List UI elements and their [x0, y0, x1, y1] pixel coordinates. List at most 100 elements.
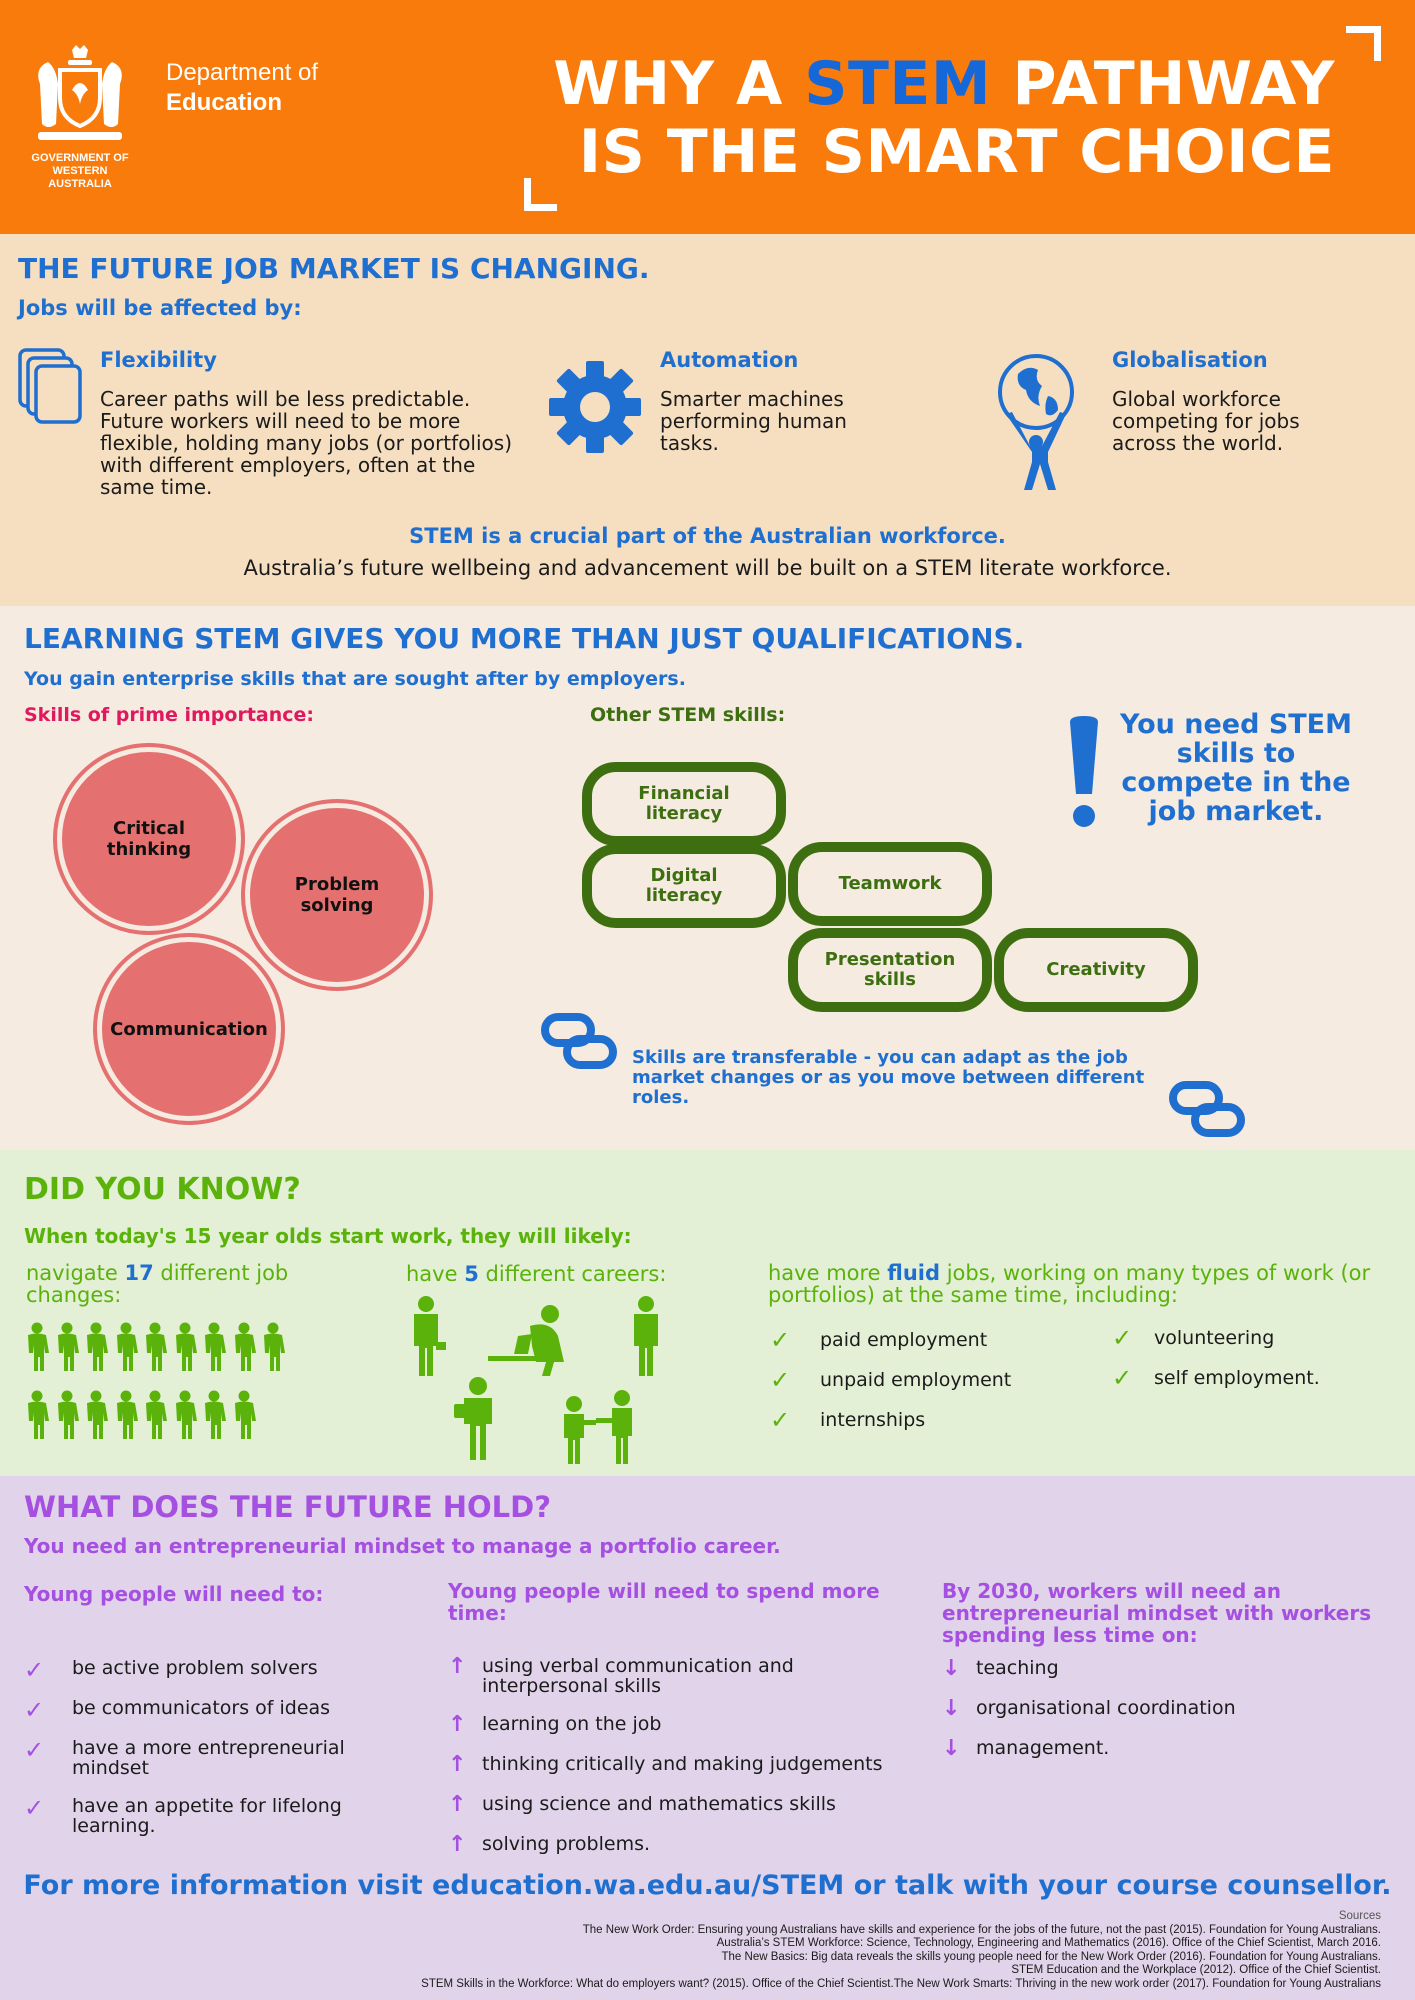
check-icon: ✓: [770, 1406, 791, 1434]
job-market-subheading: Jobs will be affected by:: [18, 296, 302, 320]
future-section: WHAT DOES THE FUTURE HOLD? You need an e…: [0, 1476, 1415, 2000]
check-icon: ✓: [770, 1326, 791, 1354]
source-item: The New Basics: Big data reveals the ski…: [721, 1950, 1382, 1963]
less-time-list: ↓teaching ↓organisational coordination ↓…: [942, 1658, 1382, 1778]
corner-bracket-bottom-left: [524, 178, 557, 211]
check-icon: ✓: [24, 1696, 45, 1724]
list-item-label: using science and mathematics skills: [482, 1793, 836, 1815]
title-stem: STEM: [804, 49, 992, 119]
skills-section: LEARNING STEM GIVES YOU MORE THAN JUST Q…: [0, 606, 1415, 1150]
other-skill-label: Presentation skills: [824, 949, 956, 990]
column-title-more-time: Young people will need to spend more tim…: [448, 1579, 880, 1625]
prime-skills-label: Skills of prime importance:: [24, 704, 315, 726]
check-icon: ✓: [1112, 1364, 1133, 1392]
person-icon: [28, 1322, 49, 1371]
list-item-label: thinking critically and making judgement…: [482, 1753, 883, 1775]
header-banner: Department of Education GOVERNMENT OF WE…: [0, 0, 1415, 234]
person-icon: [116, 1390, 138, 1439]
list-item: ↑using verbal communication and interper…: [448, 1656, 928, 1714]
other-skill-label: Teamwork: [838, 873, 942, 894]
fluid-jobs-stat: have more fluid jobs, working on many ty…: [768, 1262, 1398, 1306]
more-info-link[interactable]: For more information visit education.wa.…: [23, 1870, 1392, 1901]
list-item: ✓volunteering: [1112, 1318, 1320, 1358]
person-icon: [205, 1390, 226, 1439]
person-icon: [87, 1390, 108, 1439]
other-skill-pill: Creativity: [994, 928, 1198, 1012]
did-you-know-subheading: When today's 15 year olds start work, th…: [24, 1224, 632, 1248]
prime-skill-circle: Communication: [102, 942, 276, 1116]
person-icon: [116, 1322, 138, 1371]
factor-title-automation: Automation: [660, 348, 799, 372]
person-icon: [28, 1390, 49, 1439]
person-icon: [146, 1390, 167, 1439]
list-item: ✓ paid employment: [770, 1320, 1011, 1360]
chain-link-icon: [1169, 1081, 1245, 1137]
future-heading: WHAT DOES THE FUTURE HOLD?: [24, 1490, 552, 1524]
check-icon: ✓: [1112, 1324, 1133, 1352]
transferable-skills-note: Skills are transferable - you can adapt …: [632, 1047, 1145, 1108]
list-item-label: paid employment: [820, 1329, 988, 1351]
job-changes-stat: navigate 17 different job changes:: [26, 1262, 356, 1306]
column-title-need-to: Young people will need to:: [24, 1582, 324, 1606]
exclamation-icon: [1070, 716, 1098, 827]
government-label: GOVERNMENT OF WESTERN AUSTRALIA: [28, 152, 132, 191]
list-item: ↑thinking critically and making judgemen…: [448, 1754, 928, 1794]
list-item-label: be communicators of ideas: [72, 1697, 331, 1719]
check-icon: ✓: [24, 1736, 45, 1764]
other-skill-pill: Presentation skills: [788, 928, 992, 1012]
list-item-label: organisational coordination: [976, 1697, 1236, 1719]
careers-stat: have 5 different careers:: [406, 1262, 666, 1286]
list-item-label: learning on the job: [482, 1713, 662, 1735]
govt-line-1: GOVERNMENT OF: [31, 152, 129, 164]
page-title: WHY A STEM PATHWAY IS THE SMART CHOICE: [553, 50, 1335, 186]
prime-skill-label: Problem solving: [294, 874, 380, 916]
list-item: ✓be active problem solvers: [24, 1658, 414, 1698]
list-item: ✓have a more entrepreneurial mindset: [24, 1738, 414, 1796]
check-icon: ✓: [24, 1794, 45, 1822]
person-icon: [175, 1390, 197, 1439]
check-icon: ✓: [24, 1656, 45, 1684]
need-to-list: ✓be active problem solvers ✓ be communica…: [24, 1658, 414, 1854]
list-item: ↓organisational coordination: [942, 1698, 1382, 1738]
person-holding-globe-icon: [998, 354, 1074, 490]
careers-people-illustration: [414, 1296, 658, 1464]
person-icon: [205, 1322, 226, 1371]
source-item: STEM Education and the Workplace (2012).…: [1011, 1964, 1381, 1977]
chain-link-icon: [541, 1013, 617, 1069]
arrow-up-icon: ↑: [448, 1654, 467, 1679]
stat-text: navigate: [26, 1261, 125, 1285]
prime-skill-label: Communication: [110, 1018, 268, 1040]
list-item-label: unpaid employment: [820, 1369, 1012, 1391]
work-types-list-b: ✓volunteering ✓self employment.: [1112, 1318, 1320, 1398]
person-icon: [264, 1322, 285, 1371]
other-skill-label: Digital literacy: [645, 865, 723, 906]
stem-skills-callout: You need STEM skills to compete in the j…: [1120, 709, 1352, 827]
other-skill-pill: Financial literacy: [582, 762, 786, 846]
job-market-heading: THE FUTURE JOB MARKET IS CHANGING.: [18, 252, 650, 285]
title-line-2: IS THE SMART CHOICE: [578, 117, 1335, 187]
other-skills-label: Other STEM skills:: [590, 704, 786, 726]
wellbeing-statement: Australia’s future wellbeing and advance…: [243, 556, 1172, 580]
list-item: ✓internships: [770, 1400, 1011, 1440]
stat-text: different careers:: [478, 1262, 667, 1286]
list-item: ↑solving problems.: [448, 1834, 928, 1874]
prime-skill-circle: Critical thinking: [62, 752, 236, 926]
stat-number: 17: [124, 1261, 154, 1285]
prime-skill-circle: Problem solving: [250, 808, 424, 982]
stacked-pages-icon: [18, 348, 82, 424]
list-item-label: solving problems.: [482, 1833, 651, 1855]
other-skill-pill: Teamwork: [788, 842, 992, 926]
did-you-know-section: DID YOU KNOW? When today's 15 year olds …: [0, 1150, 1415, 1476]
factor-title-globalisation: Globalisation: [1112, 348, 1268, 372]
sources-block: Sources The New Work Order: Ensuring you…: [181, 1910, 1381, 1992]
did-you-know-heading: DID YOU KNOW?: [24, 1172, 301, 1207]
factor-text-globalisation: Global workforce competing for jobs acro…: [1112, 387, 1300, 455]
stat-bold: fluid: [887, 1261, 941, 1285]
other-skill-label: Creativity: [1046, 959, 1146, 980]
stat-text: jobs, working on many types of work (or …: [768, 1261, 1371, 1307]
column-title-less-time: By 2030, workers will need an entreprene…: [942, 1579, 1372, 1647]
list-item: ↑learning on the job: [448, 1714, 928, 1754]
job-changes-people-grid: [24, 1322, 324, 1452]
prime-skill-label: Critical thinking: [106, 818, 192, 860]
list-item: ↑using science and mathematics skills: [448, 1794, 928, 1834]
